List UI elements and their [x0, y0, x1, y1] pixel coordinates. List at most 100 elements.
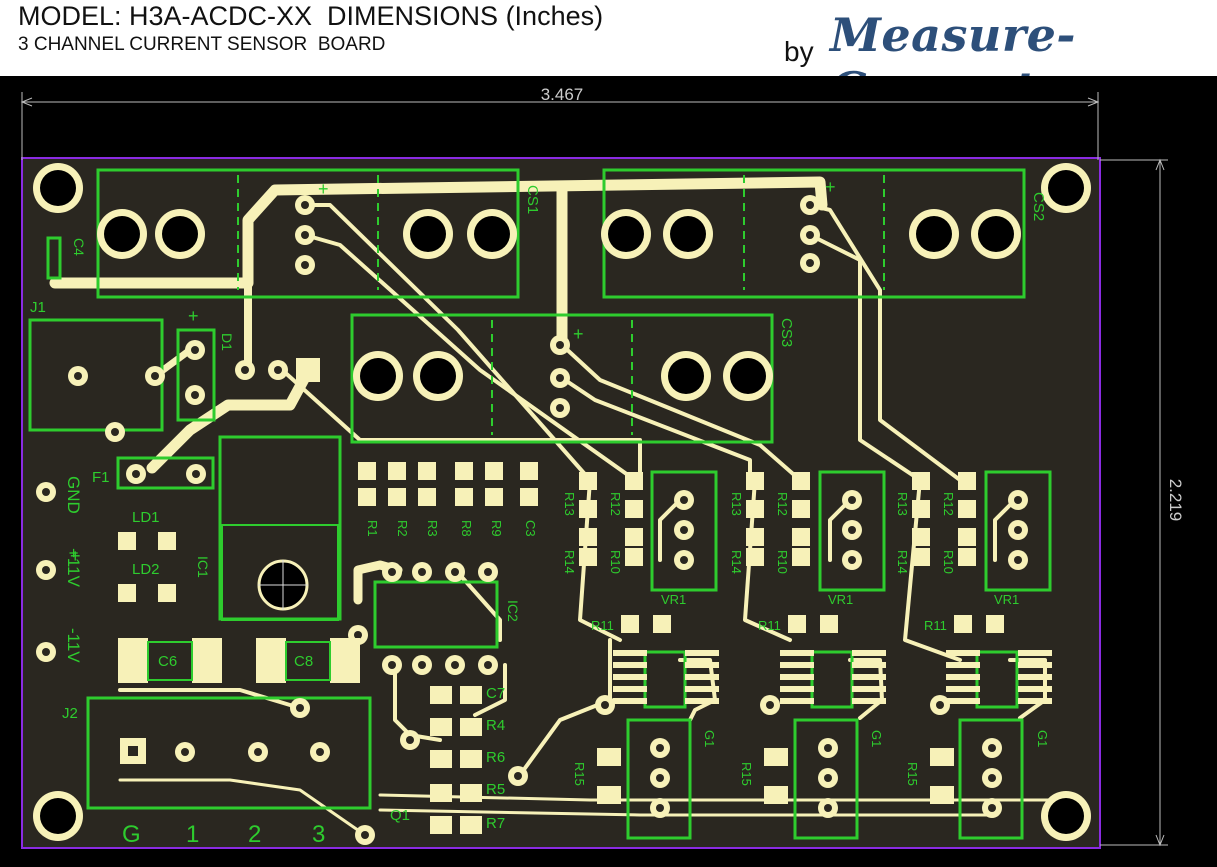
smd-pad [685, 698, 719, 704]
pad-drill [680, 556, 688, 564]
pad-drill [451, 661, 459, 669]
smd-pad [746, 472, 764, 490]
drill-hole [978, 216, 1014, 252]
label-ic1: IC1 [195, 556, 211, 578]
label-f1: F1 [92, 469, 110, 486]
pad-drill [192, 470, 200, 478]
pad-drill [191, 346, 199, 354]
pad-drill [301, 261, 309, 269]
smd-pad [685, 650, 719, 656]
smd-pad [460, 784, 482, 802]
page-title: MODEL: H3A-ACDC-XX DIMENSIONS (Inches) [18, 1, 604, 31]
label-r8: R8 [459, 520, 474, 537]
smd-pad [792, 528, 810, 546]
pad-drill [680, 496, 688, 504]
pad-drill [254, 748, 262, 756]
plus-cs3: + [573, 324, 584, 344]
pad-drill [1014, 556, 1022, 564]
smd-pad [780, 674, 814, 680]
smd-pad [455, 462, 473, 480]
label-ld2: LD2 [132, 561, 160, 578]
smd-pad [613, 674, 647, 680]
smd-pad [780, 698, 814, 704]
drill-hole [730, 358, 766, 394]
smd-pad [946, 698, 980, 704]
height-value: 2.219 [1166, 479, 1185, 522]
drill-hole [104, 216, 140, 252]
pad-drill [1014, 496, 1022, 504]
smd-pad [1018, 686, 1052, 692]
header: MODEL: H3A-ACDC-XX DIMENSIONS (Inches) 3… [0, 0, 1217, 116]
smd-pad [852, 650, 886, 656]
smd-pad [958, 528, 976, 546]
label-r11-ch3: R11 [924, 618, 947, 633]
drill-hole [668, 358, 704, 394]
label-r7: R7 [486, 815, 505, 832]
pad-drill [296, 704, 304, 712]
pad-drill [556, 374, 564, 382]
smd-pad [388, 462, 406, 480]
pad-drill [181, 748, 189, 756]
label-r13-ch3: R13 [895, 492, 910, 516]
smd-pads [118, 462, 1052, 834]
d1-square-pad [296, 358, 320, 382]
pad-drill [680, 526, 688, 534]
drill-hole [420, 358, 456, 394]
label-c6: C6 [158, 653, 177, 670]
width-dimension [20, 92, 1100, 160]
label-r12-ch2: R12 [775, 492, 790, 516]
smd-pad [597, 748, 621, 766]
smd-pad [780, 662, 814, 668]
smd-pad [685, 686, 719, 692]
label-r15-ch1: R15 [572, 762, 587, 786]
smd-pad [625, 548, 643, 566]
smd-pad [780, 686, 814, 692]
pad-drill [848, 496, 856, 504]
pad-drill [806, 231, 814, 239]
smd-pad [455, 488, 473, 506]
pad-drill [988, 774, 996, 782]
label-g1-ch1: G1 [702, 730, 717, 747]
label-r4: R4 [486, 717, 505, 734]
smd-pad [852, 698, 886, 704]
label-r1: R1 [365, 520, 380, 537]
smd-pad [958, 500, 976, 518]
smd-pad [852, 674, 886, 680]
pad-drill [42, 648, 50, 656]
label-j1: J1 [30, 299, 46, 316]
pad-drill [848, 556, 856, 564]
label-gnd: GND [64, 476, 83, 514]
pad-drill [1014, 526, 1022, 534]
pad-drill [388, 661, 396, 669]
height-dimension [1100, 158, 1168, 847]
drill-hole [670, 216, 706, 252]
smd-pad [621, 615, 639, 633]
j2-label-2: 2 [248, 821, 261, 848]
label-ld1: LD1 [132, 509, 160, 526]
label-r12-ch3: R12 [941, 492, 956, 516]
pad-drill [988, 744, 996, 752]
smd-pad [158, 584, 176, 602]
smd-pad [946, 662, 980, 668]
label-m11v: -11V [64, 628, 83, 663]
label-r10-ch2: R10 [775, 550, 790, 574]
smd-pad [158, 532, 176, 550]
drill-hole [40, 798, 76, 834]
smd-pad [625, 500, 643, 518]
pad-drill [111, 428, 119, 436]
smd-pad [460, 718, 482, 736]
pad-drill [354, 631, 362, 639]
label-p11v: +11V [64, 548, 83, 588]
pad-drill [316, 748, 324, 756]
smd-pad [788, 615, 806, 633]
smd-pad [685, 674, 719, 680]
smd-pad [780, 650, 814, 656]
pad-drill [241, 366, 249, 374]
smd-pad [852, 662, 886, 668]
pad-drill [514, 772, 522, 780]
smd-pad [460, 686, 482, 704]
pcb-layout-diagram: 3.467 2.219 [0, 76, 1217, 867]
capacitor-pads [118, 638, 360, 683]
smd-pad [792, 548, 810, 566]
